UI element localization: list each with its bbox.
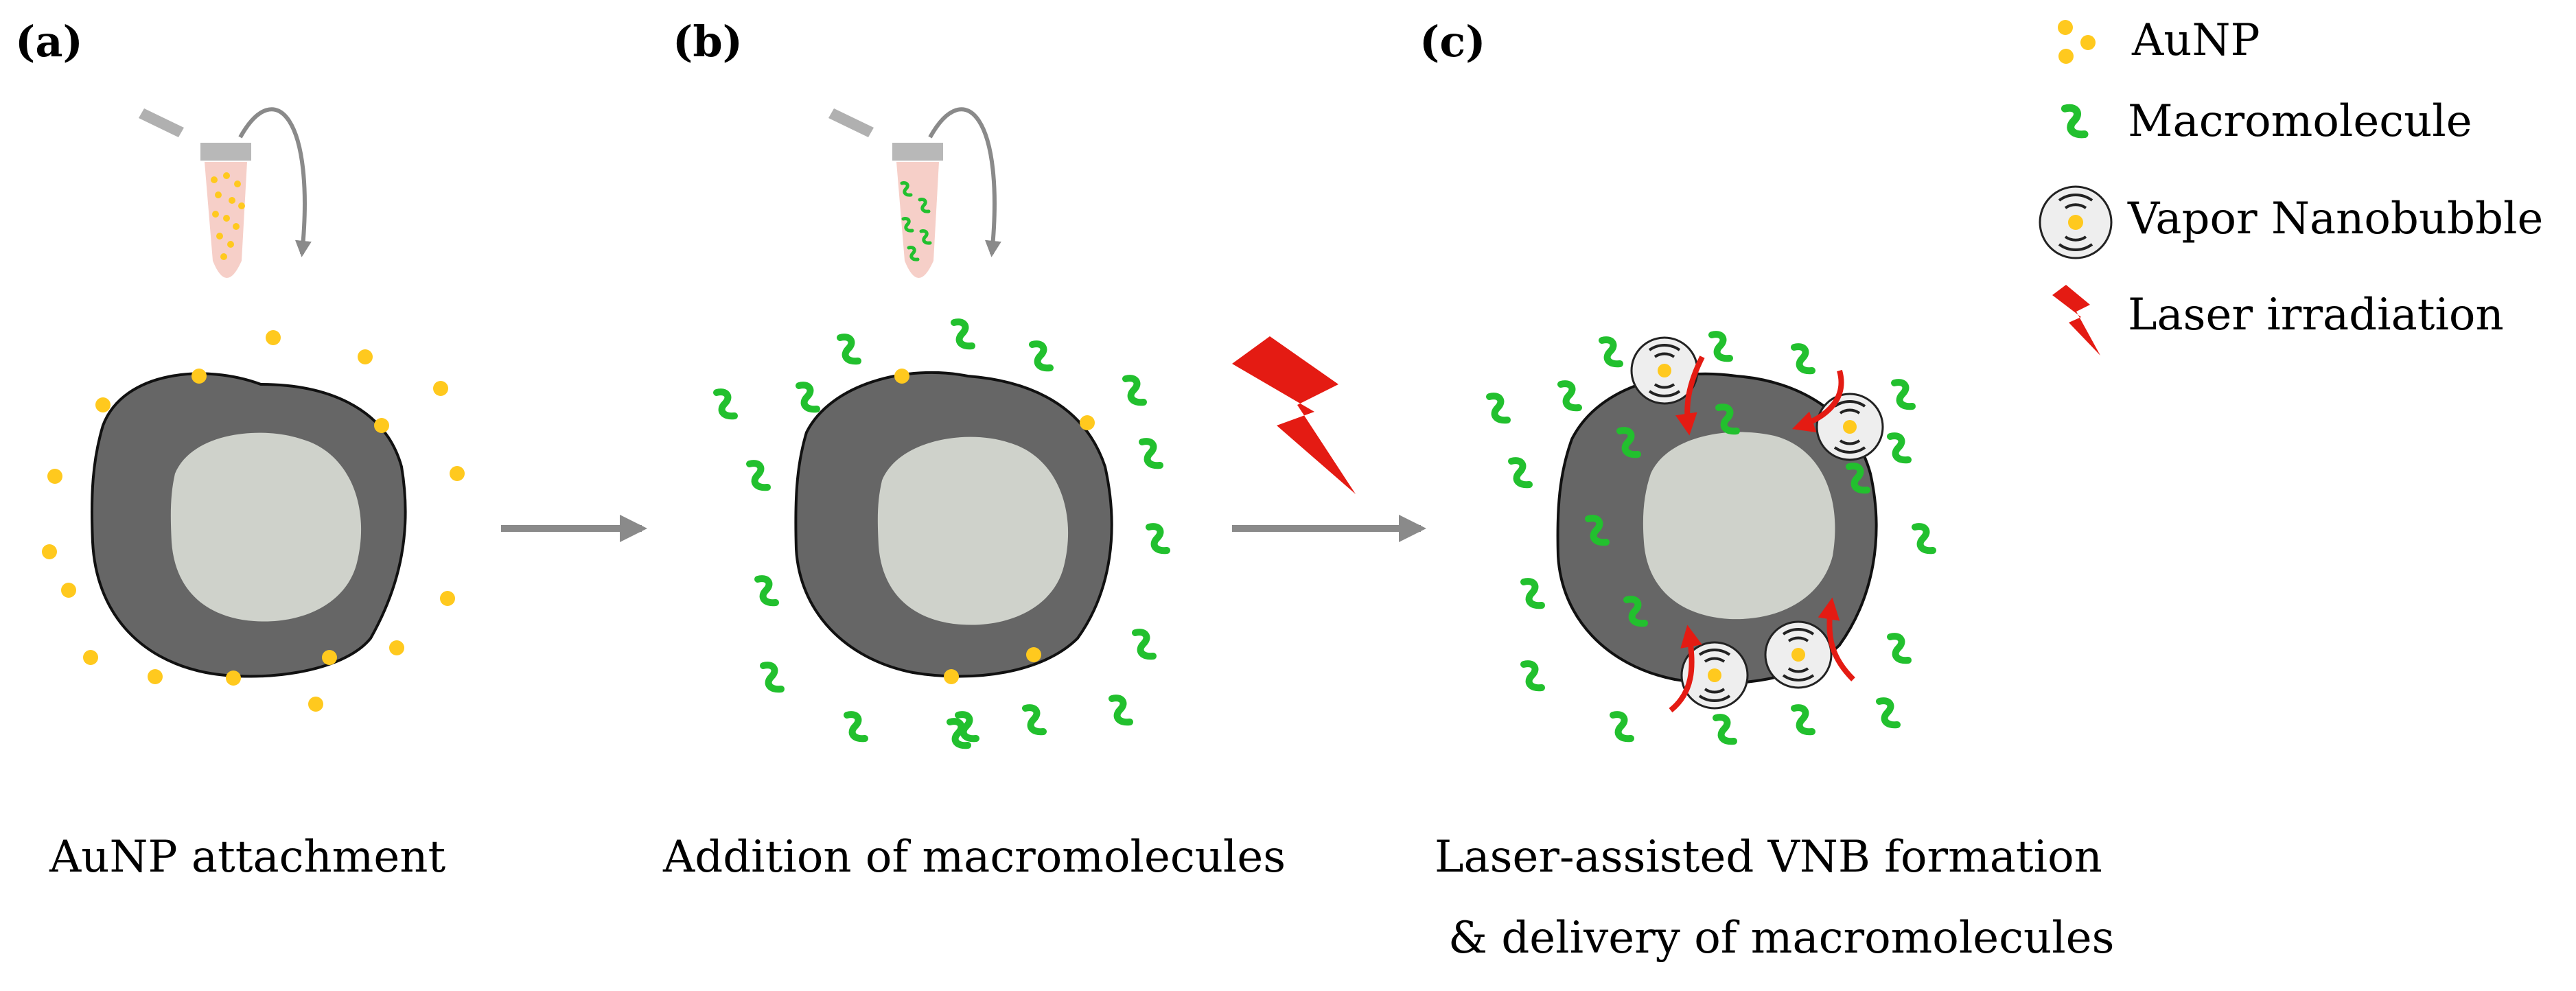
legend-label-macromolecule: Macromolecule	[2128, 96, 2472, 147]
panel-b	[717, 107, 1167, 745]
aunp-particles-b	[894, 369, 1095, 684]
panel-c	[1489, 334, 1933, 741]
laser-bolt-icon	[1232, 336, 1356, 494]
caption-b: Addition of macromolecules	[663, 832, 1286, 883]
legend-label-laser: Laser irradiation	[2128, 290, 2504, 340]
legend-label-vapor-nanobubble: Vapor Nanobubble	[2128, 194, 2544, 244]
laser-bolt-icon	[2052, 285, 2100, 355]
panel-a	[42, 107, 465, 712]
nucleus-c	[1643, 432, 1835, 620]
caption-c-line1: Laser-assisted VNB formation	[1435, 832, 2102, 883]
tube-aunp-icon	[139, 108, 251, 278]
pour-arrow-b	[928, 107, 1001, 257]
delivery-arrows-c	[1669, 355, 1855, 713]
panel-b-label: (b)	[673, 16, 743, 67]
panel-a-label: (a)	[15, 16, 83, 67]
macromolecule-squiggle-icon	[2065, 108, 2085, 135]
vapor-nanobubbles-c	[1630, 336, 1884, 710]
nucleus-a	[170, 432, 362, 622]
pour-arrow-a	[238, 107, 312, 257]
caption-c-line2: & delivery of macromolecules	[1448, 913, 2115, 964]
legend-label-aunp: AuNP	[2132, 15, 2260, 66]
vapor-nanobubble-icon	[2039, 185, 2113, 259]
nucleus-b	[877, 436, 1069, 625]
panel-c-label: (c)	[1419, 16, 1486, 67]
tube-macromolecule-icon	[828, 108, 943, 278]
caption-a: AuNP attachment	[49, 832, 446, 883]
aunp-dots-icon	[2058, 20, 2096, 64]
legend	[2039, 20, 2113, 355]
aunp-particles-a	[42, 330, 465, 712]
